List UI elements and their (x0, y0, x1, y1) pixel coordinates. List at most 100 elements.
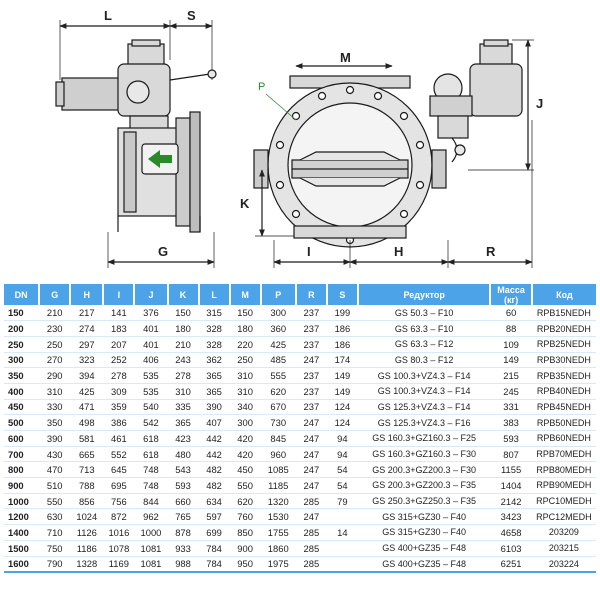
table-cell: 784 (198, 556, 230, 573)
table-cell: 510 (39, 477, 71, 494)
table-cell: 407 (198, 414, 230, 431)
table-cell: 1000 (134, 524, 168, 541)
table-cell: 872 (103, 508, 135, 526)
table-cell: 359 (103, 399, 135, 416)
dim-label-h: H (394, 244, 403, 259)
table-cell: 309 (103, 383, 135, 400)
table-cell: 247 (295, 446, 327, 463)
table-cell: 200 (4, 320, 40, 337)
table-cell: 328 (198, 336, 230, 353)
table-cell: 94 (326, 446, 358, 463)
table-cell: 340 (229, 399, 261, 416)
table-cell: 540 (134, 399, 168, 416)
dim-label-i: I (307, 244, 311, 259)
table-cell: 2142 (490, 493, 532, 510)
table-cell: GS 100.3+VZ4.3 – F14 (357, 367, 491, 384)
table-cell: RPB60NEDH (531, 430, 596, 447)
header-l: L (198, 284, 231, 305)
header-s: S (326, 284, 359, 305)
specification-table: DN G H I J K L M P R S Редуктор Масса (к… (4, 284, 596, 573)
table-cell: RPB70MEDH (531, 446, 596, 463)
table-cell: GS 125.3+VZ4.3 – F14 (357, 399, 491, 416)
table-cell: 94 (326, 430, 358, 447)
table-cell: 270 (39, 352, 71, 369)
header-i: I (103, 284, 136, 305)
table-cell: 278 (167, 367, 199, 384)
table-cell: GS 100.3+VZ4.3 – F14 (357, 383, 491, 400)
table-cell: 1320 (260, 493, 296, 510)
table-cell: RPB25NEDH (531, 336, 596, 353)
table-cell: GS 200.3+GZ200.3 – F35 (357, 477, 491, 494)
table-cell: 660 (167, 493, 199, 510)
table-cell: 634 (198, 493, 230, 510)
table-cell: 390 (198, 399, 230, 416)
table-cell: 6103 (490, 540, 532, 557)
table-cell: 215 (490, 367, 532, 384)
table-cell: 500 (4, 414, 40, 431)
table-cell: RPB45NEDH (531, 399, 596, 416)
table-cell: 290 (39, 367, 71, 384)
table-cell: 376 (134, 305, 168, 322)
table-cell: 247 (295, 461, 327, 479)
table-cell: 237 (295, 336, 327, 353)
table-cell: 425 (260, 336, 296, 353)
table-cell: 1755 (260, 524, 296, 541)
header-mass: Масса (кг) (490, 284, 533, 305)
table-cell: 245 (490, 383, 532, 400)
table-header-row: DN G H I J K L M P R S Редуктор Масса (к… (4, 284, 596, 305)
table-cell: 962 (134, 508, 168, 526)
table-cell: 297 (70, 336, 104, 353)
table-cell: 60 (490, 305, 532, 322)
table-cell: 784 (198, 540, 230, 557)
table-cell: 247 (295, 414, 327, 431)
table-cell: 1016 (103, 524, 135, 541)
table-cell: 593 (167, 477, 199, 494)
table-cell: 461 (103, 430, 135, 447)
table-cell: 1185 (260, 477, 296, 494)
table-cell: 748 (134, 477, 168, 494)
table-cell: 230 (39, 320, 71, 337)
table-cell: 1024 (70, 508, 104, 526)
table-cell: RPB15NEDH (531, 305, 596, 322)
table-cell: 618 (134, 430, 168, 447)
table-cell: 535 (134, 367, 168, 384)
dimension-labels: L S M P J K G I H R (104, 8, 543, 259)
table-cell: 285 (295, 493, 327, 510)
table-cell: 480 (167, 446, 199, 463)
table-cell: 950 (229, 556, 261, 573)
table-cell: GS 160.3+GZ160.3 – F30 (357, 446, 491, 463)
table-cell: 54 (326, 461, 358, 479)
table-cell: GS 63.3 – F12 (357, 336, 491, 353)
table-cell: 1860 (260, 540, 296, 557)
table-cell: 543 (167, 461, 199, 479)
front-view (253, 63, 449, 268)
table-cell: 406 (134, 352, 168, 369)
table-cell: 210 (167, 336, 199, 353)
table-cell: 1126 (70, 524, 104, 541)
table-cell: 485 (260, 352, 296, 369)
dim-label-m: M (340, 50, 351, 65)
table-cell: 760 (229, 508, 261, 526)
table-cell: 1085 (260, 461, 296, 479)
table-cell: 315 (198, 305, 230, 322)
table-cell: 335 (167, 399, 199, 416)
table-cell: 800 (4, 461, 40, 479)
table-cell: 442 (198, 430, 230, 447)
table-cell: 1081 (134, 540, 168, 557)
table-cell: 365 (198, 383, 230, 400)
table-cell: 713 (70, 461, 104, 479)
table-cell: 3423 (490, 508, 532, 526)
header-p: P (260, 284, 297, 305)
table-cell: 1500 (4, 540, 40, 557)
table-cell: 310 (39, 383, 71, 400)
table-cell: 1186 (70, 540, 104, 557)
table-cell: 450 (229, 461, 261, 479)
table-cell: 79 (326, 493, 358, 510)
table-cell: 365 (198, 367, 230, 384)
table-cell: 878 (167, 524, 199, 541)
table-cell: 150 (167, 305, 199, 322)
